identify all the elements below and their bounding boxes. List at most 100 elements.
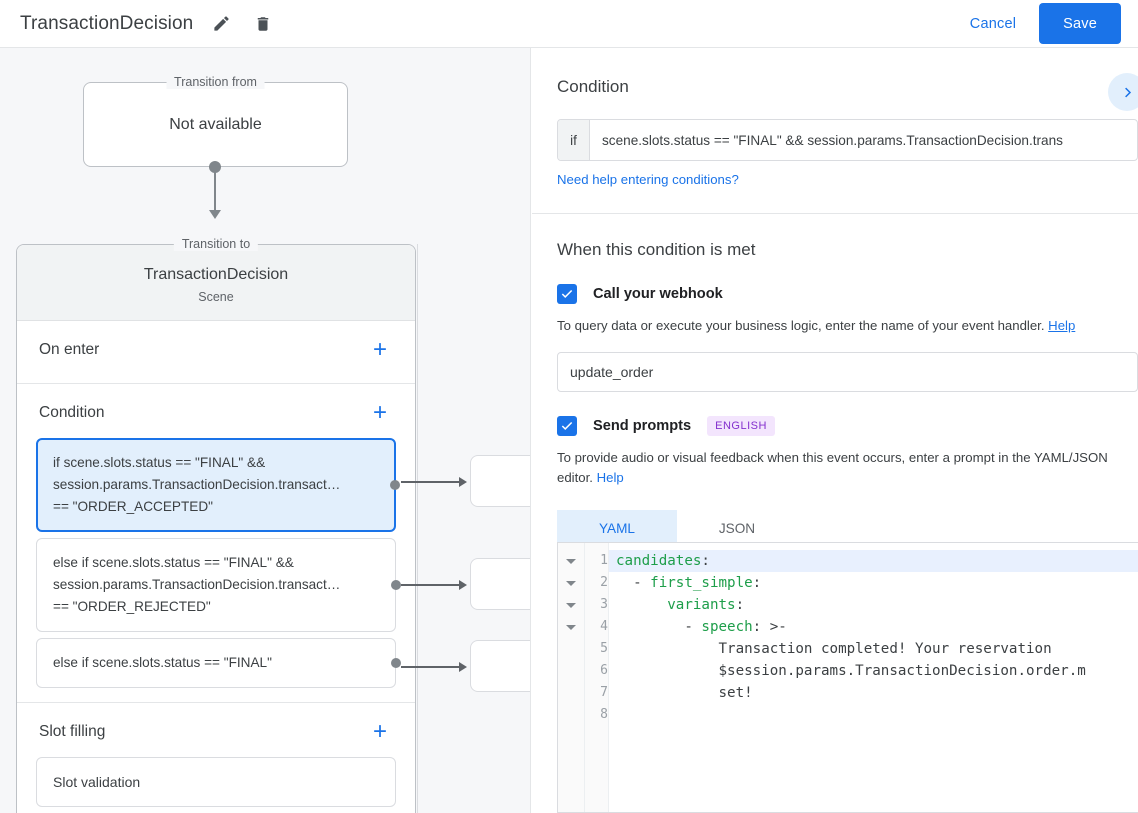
fold-toggle-line-8[interactable] <box>558 704 584 726</box>
code-token <box>616 597 667 613</box>
webhook-description: To query data or execute your business l… <box>557 316 1113 336</box>
condition-card-1-line3: == "ORDER_ACCEPTED" <box>53 499 213 514</box>
condition-card-2-port[interactable] <box>391 580 401 590</box>
scene-graph-canvas[interactable]: Transition from Not available Transition… <box>0 48 531 813</box>
condition-card-2-line1: else if scene.slots.status == "FINAL" && <box>53 555 294 570</box>
condition-card-1[interactable]: if scene.slots.status == "FINAL" && sess… <box>36 438 400 532</box>
code-line[interactable]: Transaction completed! Your reservation <box>609 638 1138 660</box>
code-line[interactable]: $session.params.TransactionDecision.orde… <box>609 660 1138 682</box>
top-bar: TransactionDecision Cancel Save <box>0 0 1138 48</box>
code-token: : >- <box>752 619 787 635</box>
line-number: 7 <box>600 685 608 700</box>
add-condition-button[interactable]: + <box>372 399 387 426</box>
edge-1 <box>401 481 459 483</box>
code-line[interactable]: variants: <box>609 594 1138 616</box>
canvas-vertical-rule <box>417 244 418 813</box>
send-prompts-row: Send prompts ENGLISH <box>557 416 1113 436</box>
slot-validation-card[interactable]: Slot validation <box>36 757 396 807</box>
editor-code-area[interactable]: candidates: - first_simple: variants: - … <box>609 543 1138 812</box>
section-title-slot-filling: Slot filling <box>39 723 106 740</box>
code-token: variants <box>667 597 736 613</box>
call-webhook-label: Call your webhook <box>593 286 723 302</box>
expand-panel-chevron-right-icon[interactable] <box>1108 73 1138 111</box>
code-token: : <box>701 553 710 569</box>
code-token: candidates <box>616 553 702 569</box>
condition-input[interactable] <box>590 120 1137 160</box>
target-node-3[interactable] <box>470 640 530 692</box>
send-prompts-checkbox[interactable] <box>557 416 577 436</box>
chevron-down-icon <box>566 558 576 564</box>
fold-toggle-line-1[interactable] <box>558 550 584 572</box>
chevron-down-icon <box>566 624 576 630</box>
page-title: TransactionDecision <box>20 12 194 34</box>
condition-section: Condition if Need help entering conditio… <box>532 48 1138 189</box>
call-webhook-checkbox[interactable] <box>557 284 577 304</box>
webhook-handler-input[interactable] <box>557 352 1138 392</box>
target-node-1[interactable] <box>470 455 530 507</box>
webhook-help-link[interactable]: Help <box>1048 318 1076 333</box>
condition-help-line: Need help entering conditions? <box>557 171 1113 189</box>
need-help-link[interactable]: Need help entering conditions? <box>557 172 739 187</box>
code-token: : <box>752 575 762 591</box>
fold-toggle-line-4[interactable] <box>558 616 584 638</box>
trash-icon[interactable] <box>249 10 277 38</box>
line-number: 2 <box>600 575 608 590</box>
fold-toggle-line-7[interactable] <box>558 682 584 704</box>
transition-from-node[interactable]: Transition from Not available <box>83 75 348 167</box>
prompts-description-text: To provide audio or visual feedback when… <box>557 450 1108 485</box>
fold-toggle-line-5[interactable] <box>558 638 584 660</box>
fold-toggle-line-2[interactable] <box>558 572 584 594</box>
top-bar-actions: Cancel Save <box>958 3 1138 44</box>
edge-3-arrow-icon <box>459 662 467 672</box>
code-token: Transaction completed! Your reservation <box>616 641 1052 657</box>
edge-3 <box>401 666 459 668</box>
scene-header[interactable]: TransactionDecision Scene <box>17 245 415 321</box>
edge-1-arrow-icon <box>459 477 467 487</box>
code-line[interactable]: - first_simple: <box>609 572 1138 594</box>
line-number: 6 <box>600 663 608 678</box>
chevron-down-icon <box>566 602 576 608</box>
add-slot-filling-button[interactable]: + <box>372 718 387 745</box>
webhook-description-text: To query data or execute your business l… <box>557 318 1045 333</box>
section-title-on-enter: On enter <box>39 341 100 358</box>
connector-arrow-icon <box>209 210 221 219</box>
call-webhook-row: Call your webhook <box>557 284 1113 304</box>
code-token: speech <box>701 619 753 635</box>
condition-card-2-line2: session.params.TransactionDecision.trans… <box>53 577 341 592</box>
scene-subtitle: Scene <box>198 290 234 304</box>
language-badge: ENGLISH <box>707 416 775 436</box>
add-on-enter-button[interactable]: + <box>372 336 387 363</box>
code-line[interactable] <box>609 704 1138 726</box>
when-condition-met-heading: When this condition is met <box>557 240 756 259</box>
code-line[interactable]: - speech: >- <box>609 616 1138 638</box>
condition-card-3-port[interactable] <box>391 658 401 668</box>
line-number: 1 <box>600 553 608 568</box>
chevron-down-icon <box>566 580 576 586</box>
code-token: - <box>616 575 651 591</box>
tab-json[interactable]: JSON <box>718 520 756 536</box>
editor-fold-gutter[interactable] <box>558 543 585 812</box>
line-number: 5 <box>600 641 608 656</box>
edit-pencil-icon[interactable] <box>207 10 235 38</box>
transition-from-legend: Transition from <box>166 75 265 89</box>
section-slot-filling: Slot filling + Slot validation <box>17 703 415 813</box>
condition-card-1-port[interactable] <box>390 480 400 490</box>
condition-card-2[interactable]: else if scene.slots.status == "FINAL" &&… <box>36 538 401 632</box>
condition-card-1-line1: if scene.slots.status == "FINAL" && <box>53 455 266 470</box>
code-line[interactable]: set! <box>609 682 1138 704</box>
fold-toggle-line-6[interactable] <box>558 660 584 682</box>
prompts-description: To provide audio or visual feedback when… <box>557 448 1113 488</box>
code-line[interactable]: candidates: <box>609 550 1138 572</box>
fold-toggle-line-3[interactable] <box>558 594 584 616</box>
editor-format-tabs: YAML JSON <box>557 510 1113 546</box>
target-node-2[interactable] <box>470 558 530 610</box>
condition-met-section: When this condition is met Call your web… <box>532 214 1138 546</box>
condition-card-3[interactable]: else if scene.slots.status == "FINAL" <box>36 638 401 688</box>
prompts-help-link[interactable]: Help <box>596 470 624 485</box>
condition-card-1-line2: session.params.TransactionDecision.trans… <box>53 477 341 492</box>
tab-yaml[interactable]: YAML <box>557 510 677 546</box>
cancel-button[interactable]: Cancel <box>958 8 1028 40</box>
save-button[interactable]: Save <box>1039 3 1121 44</box>
scene-card: Transition to TransactionDecision Scene … <box>16 237 416 813</box>
